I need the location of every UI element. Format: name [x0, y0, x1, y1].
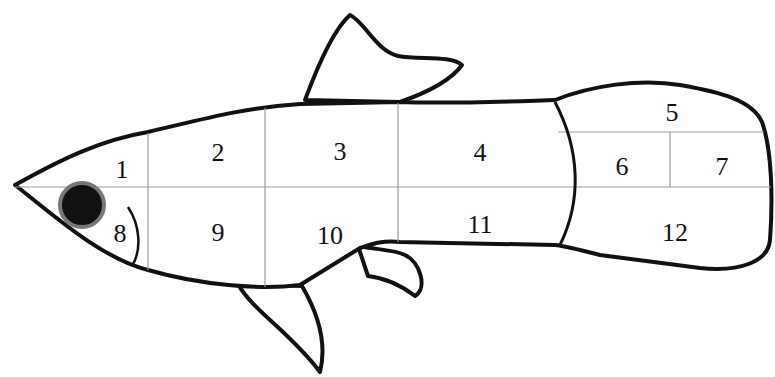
callout-number: 11: [467, 212, 492, 238]
grid-line: [264, 108, 265, 287]
gill-line: [128, 207, 138, 266]
callout-number: 4: [474, 140, 487, 166]
callout-number: 3: [334, 139, 347, 165]
tail-boundary: [555, 102, 575, 245]
grid-line: [147, 133, 148, 270]
callout-number: 9: [212, 220, 225, 246]
callout-number: 10: [317, 223, 343, 249]
dorsal-fin: [305, 15, 462, 102]
callout-number: 8: [114, 221, 127, 247]
grid-line: [15, 186, 771, 187]
eye: [60, 183, 104, 227]
pelvic-fin: [238, 284, 323, 372]
callout-number: 7: [716, 154, 729, 180]
callout-number: 2: [212, 140, 225, 166]
callout-number: 12: [662, 220, 688, 246]
callout-number: 1: [116, 157, 129, 183]
grid-line: [558, 131, 764, 132]
callout-number: 6: [616, 154, 629, 180]
callout-number: 5: [666, 100, 679, 126]
fish-body: [15, 82, 771, 286]
grid-line: [669, 132, 670, 187]
grid-line: [397, 103, 398, 242]
anal-fin: [358, 246, 422, 296]
